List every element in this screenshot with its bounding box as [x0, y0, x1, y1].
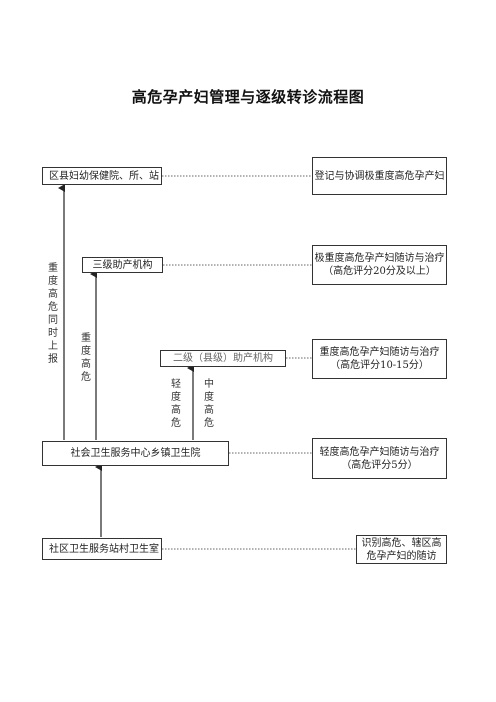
level3-box-label: 三级助产机构 — [92, 259, 153, 271]
label-mild: 轻度高危 — [171, 379, 181, 429]
label-severe-report: 重度高危同时上报 — [48, 263, 58, 365]
level2-midwifery-box: 二级（县级）助产机构 — [160, 350, 286, 367]
county-register-label: 登记与协调极重度高危孕产妇 — [314, 170, 445, 182]
community-center-followup-line2: （高危评分5分） — [341, 459, 418, 471]
label-moderate: 中度高危 — [204, 379, 214, 429]
county-box-label: 区县妇幼保健院、所、站 — [49, 170, 159, 182]
community-center-followup-box: 轻度高危孕产妇随访与治疗 （高危评分5分） — [312, 438, 447, 479]
page-title: 高危孕产妇管理与逐级转诊流程图 — [131, 88, 365, 106]
label-severe: 重度高危 — [81, 333, 91, 383]
level2-followup-box: 重度高危孕产妇随访与治疗 （高危评分10-15分） — [312, 339, 447, 379]
level2-box-label: 二级（县级）助产机构 — [173, 353, 273, 364]
level3-followup-box: 极重度高危孕产妇随访与治疗 （高危评分20分及以上） — [312, 245, 447, 285]
community-station-identify-box: 识别高危、辖区高 危孕产妇的随访 — [356, 535, 447, 564]
community-station-identify-line1: 识别高危、辖区高 — [361, 537, 442, 549]
county-maternal-child-health-box: 区县妇幼保健院、所、站 — [42, 167, 162, 185]
community-center-box: 社会卫生服务中心乡镇卫生院 — [42, 441, 229, 466]
county-register-box: 登记与协调极重度高危孕产妇 — [312, 157, 447, 195]
level2-followup-line1: 重度高危孕产妇随访与治疗 — [319, 347, 440, 358]
level3-followup-line2: （高危评分20分及以上） — [323, 266, 436, 277]
community-center-box-label: 社会卫生服务中心乡镇卫生院 — [70, 448, 201, 459]
community-station-box-label: 社区卫生服务站村卫生室 — [49, 543, 159, 555]
level3-followup-line1: 极重度高危孕产妇随访与治疗 — [314, 253, 445, 264]
level2-followup-line2: （高危评分10-15分） — [330, 360, 429, 371]
level3-midwifery-box: 三级助产机构 — [82, 257, 163, 273]
community-center-followup-line1: 轻度高危孕产妇随访与治疗 — [319, 446, 440, 458]
community-station-box: 社区卫生服务站村卫生室 — [42, 538, 162, 560]
community-station-identify-line2: 危孕产妇的随访 — [366, 550, 437, 562]
